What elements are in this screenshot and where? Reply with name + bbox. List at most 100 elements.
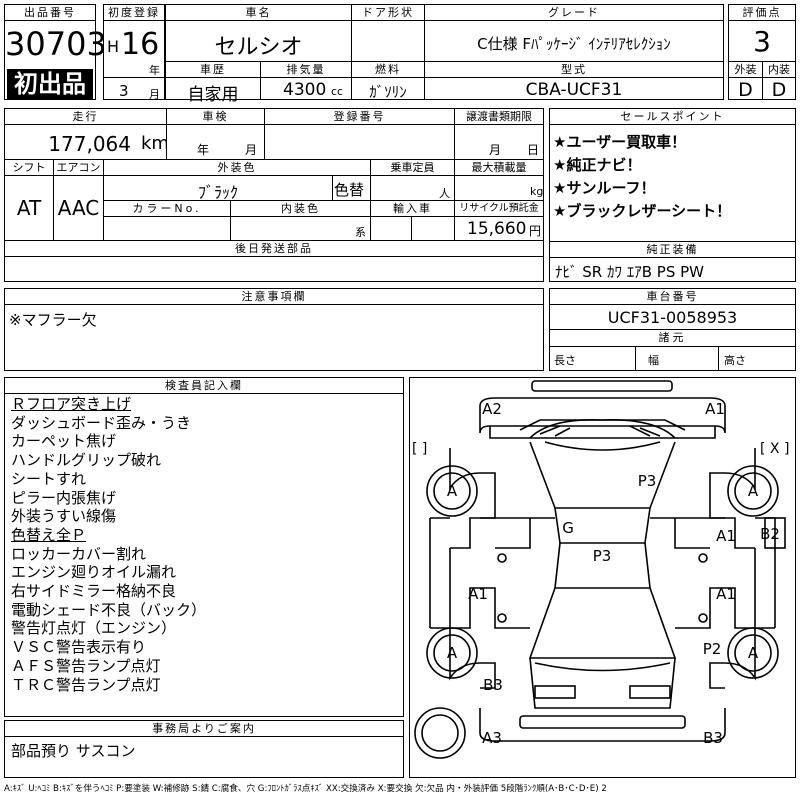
model-box: 車名 セルシオ <box>165 4 352 62</box>
inspector-note: ピラー内張焦げ <box>11 488 117 507</box>
year-unit: 年 <box>149 64 160 77</box>
mileage-unit: km <box>141 133 169 154</box>
registration-month: 3 <box>119 82 129 100</box>
import-box: 輸入車 <box>370 200 455 241</box>
aircon-label: エアコン <box>54 160 103 176</box>
transfer-deadline-label: 譲渡書類期限 <box>455 109 543 125</box>
inspector-note: ＡＦＳ警告ランプ点灯 <box>11 656 161 675</box>
exterior-grade: D <box>738 79 753 101</box>
shift-value: AT <box>16 196 42 220</box>
inspector-note: カーペット焦げ <box>11 432 117 451</box>
sales-points-label: セールスポイント <box>550 109 795 125</box>
era: H <box>107 37 120 56</box>
transfer-month-unit: 月 <box>489 143 502 157</box>
office-notes-box: 事務局よりご案内 部品預り サスコン <box>4 720 404 778</box>
first-registration-box: 初度登録 H 16 年 3 月 <box>103 4 165 101</box>
inspection-month-unit: 月 <box>245 143 258 157</box>
type-code: CBA-UCF31 <box>525 80 623 100</box>
history-label: 車歴 <box>166 62 260 78</box>
damage-mark: A <box>447 644 458 662</box>
inspector-note: ＶＳＣ警告表示有り <box>11 638 147 657</box>
damage-mark: P2 <box>703 640 722 658</box>
chassis-label: 車台番号 <box>550 289 795 305</box>
damage-mark: B3 <box>483 676 503 694</box>
score-label: 評価点 <box>729 5 795 21</box>
first-listing-badge: 初出品 <box>7 69 93 99</box>
displacement-box: 排気量 4300 cc <box>260 61 352 100</box>
shift-label: シフト <box>5 160 53 176</box>
inspection-label: 車検 <box>167 109 264 125</box>
inspection-box: 車検 年 月 <box>166 108 265 160</box>
exterior-color-label: 外装色 <box>104 160 370 176</box>
equipment-box: 純正装備 ﾅﾋﾞ SR ｶﾜ ｴｱB PS PW <box>549 241 796 282</box>
interior-grade-box: 内装 D <box>762 61 796 101</box>
later-parts-box: 後日発送部品 <box>4 240 544 282</box>
registration-number-label: 登録番号 <box>265 109 454 125</box>
damage-mark: A1 <box>716 585 736 603</box>
sales-point: ★ブラックレザーシート！ <box>553 202 732 220</box>
mileage-value: 177,064 <box>48 132 131 156</box>
transfer-deadline-box: 譲渡書類期限 月 日 <box>454 108 544 160</box>
inspector-note: 色替え全Ｐ <box>11 525 87 544</box>
spec-length: 長さ <box>554 354 576 367</box>
interior-grade-label: 内装 <box>763 62 795 78</box>
lot-number-box: 出品番号 30703 初出品 <box>4 4 107 100</box>
displacement-value: 4300 <box>283 80 327 100</box>
damage-mark: A3 <box>482 729 502 747</box>
interior-grade: D <box>771 79 787 101</box>
doors-label: ドア形状 <box>352 5 424 21</box>
damage-mark: G <box>562 519 574 537</box>
type-label: 型式 <box>425 62 723 78</box>
equipment-list: ﾅﾋﾞ SR ｶﾜ ｴｱB PS PW <box>555 263 705 281</box>
lot-number-label: 出品番号 <box>5 5 95 21</box>
displacement-label: 排気量 <box>261 62 351 78</box>
inspector-note: ロッカーカバー割れ <box>11 544 147 563</box>
first-registration-label: 初度登録 <box>104 5 164 21</box>
damage-mark: B3 <box>703 729 723 747</box>
score-box: 評価点 3 <box>728 4 796 62</box>
transfer-day-unit: 日 <box>527 143 540 157</box>
bracket-right: [ X ] <box>760 441 789 457</box>
grade-value: C仕様 Fﾊﾟｯｹｰｼﾞ ｲﾝﾃﾘｱｾﾚｸｼｮﾝ <box>477 35 671 53</box>
sales-point: ★ユーザー買取車！ <box>553 133 687 151</box>
aircon-box: エアコン AAC <box>53 159 104 241</box>
inspector-note: ハンドルグリップ破れ <box>11 451 162 470</box>
registration-year: 16 <box>121 27 160 62</box>
inspector-notes-list: Ｒフロア突き上げ ダッシュボード歪み・うき カーペット焦げ ハンドルグリップ破れ… <box>11 395 399 694</box>
damage-mark: A2 <box>482 400 502 418</box>
max-load-label: 最大積載量 <box>455 160 543 176</box>
notes-text: ※マフラー欠 <box>9 311 97 329</box>
capacity-box: 乗車定員 人 <box>370 159 455 201</box>
fuel-value: ｶﾞｿﾘﾝ <box>369 83 407 101</box>
fuel-box: 燃料 ｶﾞｿﾘﾝ <box>351 61 425 101</box>
inspector-note: ダッシュボード歪み・うき <box>11 413 192 432</box>
legend: A:ｷｽﾞ U:ﾍｺﾐ B:ｷｽﾞを伴うﾍｺﾐ P:要塗装 W:補修跡 S:錆 … <box>4 784 607 794</box>
damage-mark: P3 <box>638 472 657 490</box>
chassis-number: UCF31-0058953 <box>607 308 738 327</box>
recycle-fee-unit: 円 <box>529 224 542 238</box>
exterior-grade-box: 外装 D <box>728 61 763 101</box>
inspection-year-unit: 年 <box>197 143 210 157</box>
inspector-note: 外装うすい線傷 <box>11 507 117 526</box>
recycle-fee: 15,660 <box>467 219 527 239</box>
import-label: 輸入車 <box>371 201 454 217</box>
fuel-label: 燃料 <box>352 62 424 78</box>
exterior-color-value: ﾌﾞﾗｯｸ <box>197 183 238 202</box>
inspector-notes-label: 検査員記入欄 <box>5 378 403 394</box>
type-box: 型式 CBA-UCF31 <box>424 61 724 100</box>
inspector-note: 電動シェード不良（バック） <box>11 600 207 619</box>
model-name: セルシオ <box>214 35 303 60</box>
bracket-left: [ ] <box>412 441 427 457</box>
max-load-box: 最大積載量 kg <box>454 159 544 201</box>
inspector-note: 警告灯点灯（エンジン） <box>11 619 177 638</box>
history-value: 自家用 <box>187 85 239 105</box>
capacity-unit: 人 <box>439 187 450 200</box>
office-notes-text: 部品預り サスコン <box>11 742 136 760</box>
damage-mark: A1 <box>468 585 488 603</box>
exterior-color-box: 外装色 ﾌﾞﾗｯｸ 色替 <box>103 159 371 202</box>
inspector-note: シートすれ <box>11 469 87 488</box>
registration-number-box: 登録番号 <box>264 108 455 160</box>
inspector-note: エンジン廻りオイル漏れ <box>11 563 177 582</box>
notes-box: 注意事項欄 ※マフラー欠 <box>4 288 544 371</box>
